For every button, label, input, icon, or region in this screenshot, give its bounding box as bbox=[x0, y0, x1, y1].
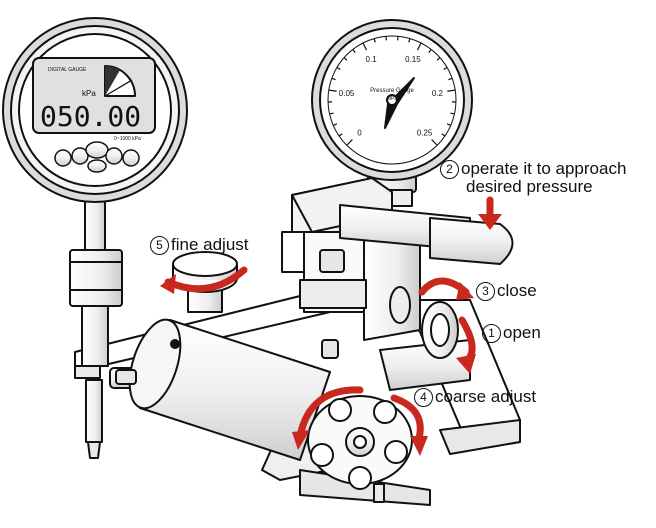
step-4-text: coarse adjust bbox=[435, 387, 536, 406]
dial-tick-label: 0.2 bbox=[432, 89, 444, 98]
keypad-button-4 bbox=[106, 148, 122, 164]
step-2-text: operate it to approach bbox=[461, 159, 626, 178]
dial-tick-label: 0.05 bbox=[339, 89, 355, 98]
step-1-text: open bbox=[503, 323, 541, 342]
dial-tick-label: 0.1 bbox=[366, 55, 378, 64]
handle-grip bbox=[430, 218, 513, 264]
right-foot bbox=[440, 420, 520, 454]
keypad-button-center bbox=[86, 142, 108, 158]
step-4-number: 4 bbox=[414, 388, 433, 407]
step-2-text-2: desired pressure bbox=[466, 177, 593, 196]
keypad-button-1 bbox=[55, 150, 71, 166]
close-valve-knob bbox=[390, 287, 410, 323]
base-rail-front bbox=[75, 366, 100, 378]
step-5-text: fine adjust bbox=[171, 235, 249, 254]
side-fitting bbox=[116, 370, 136, 384]
pump-head-knob bbox=[320, 250, 344, 272]
dial-tick-label: 0.15 bbox=[405, 55, 421, 64]
step-2-label-line2: desired pressure bbox=[466, 178, 593, 196]
bleed-screw bbox=[374, 484, 384, 502]
dial-tick bbox=[330, 113, 334, 114]
outlet-nozzle bbox=[88, 442, 100, 458]
dial-tick bbox=[451, 113, 455, 114]
fine-adjust-arrowhead bbox=[160, 274, 176, 294]
step-3-number: 3 bbox=[476, 282, 495, 301]
digital-stem-nut bbox=[70, 250, 122, 306]
digital-range: 0~1000 kPa bbox=[114, 136, 141, 142]
step-5-number: 5 bbox=[150, 236, 169, 255]
coarse-arrowhead-right bbox=[410, 436, 428, 456]
digital-stem-upper bbox=[85, 200, 105, 250]
step-2-number: 2 bbox=[440, 160, 459, 179]
dial-tick-label: 0.25 bbox=[417, 129, 433, 138]
digital-reading: 050.00 bbox=[40, 100, 141, 133]
digital-stem-lower bbox=[82, 306, 108, 366]
outlet-pipe bbox=[86, 380, 102, 442]
step-3-text: close bbox=[497, 281, 537, 300]
step-1-number: 1 bbox=[482, 324, 501, 343]
dial-title: Pressure Gauge bbox=[370, 88, 414, 94]
digital-unit: kPa bbox=[82, 89, 96, 98]
dial-tick-label: 0 bbox=[357, 129, 362, 138]
keypad-button-center-low bbox=[88, 160, 106, 172]
digital-header: DIGITAL GAUGE bbox=[48, 67, 87, 73]
dial-unit: MPa bbox=[387, 96, 398, 102]
pump-column-collar bbox=[300, 280, 366, 308]
front-fitting bbox=[322, 340, 338, 358]
keypad-button-5 bbox=[123, 150, 139, 166]
